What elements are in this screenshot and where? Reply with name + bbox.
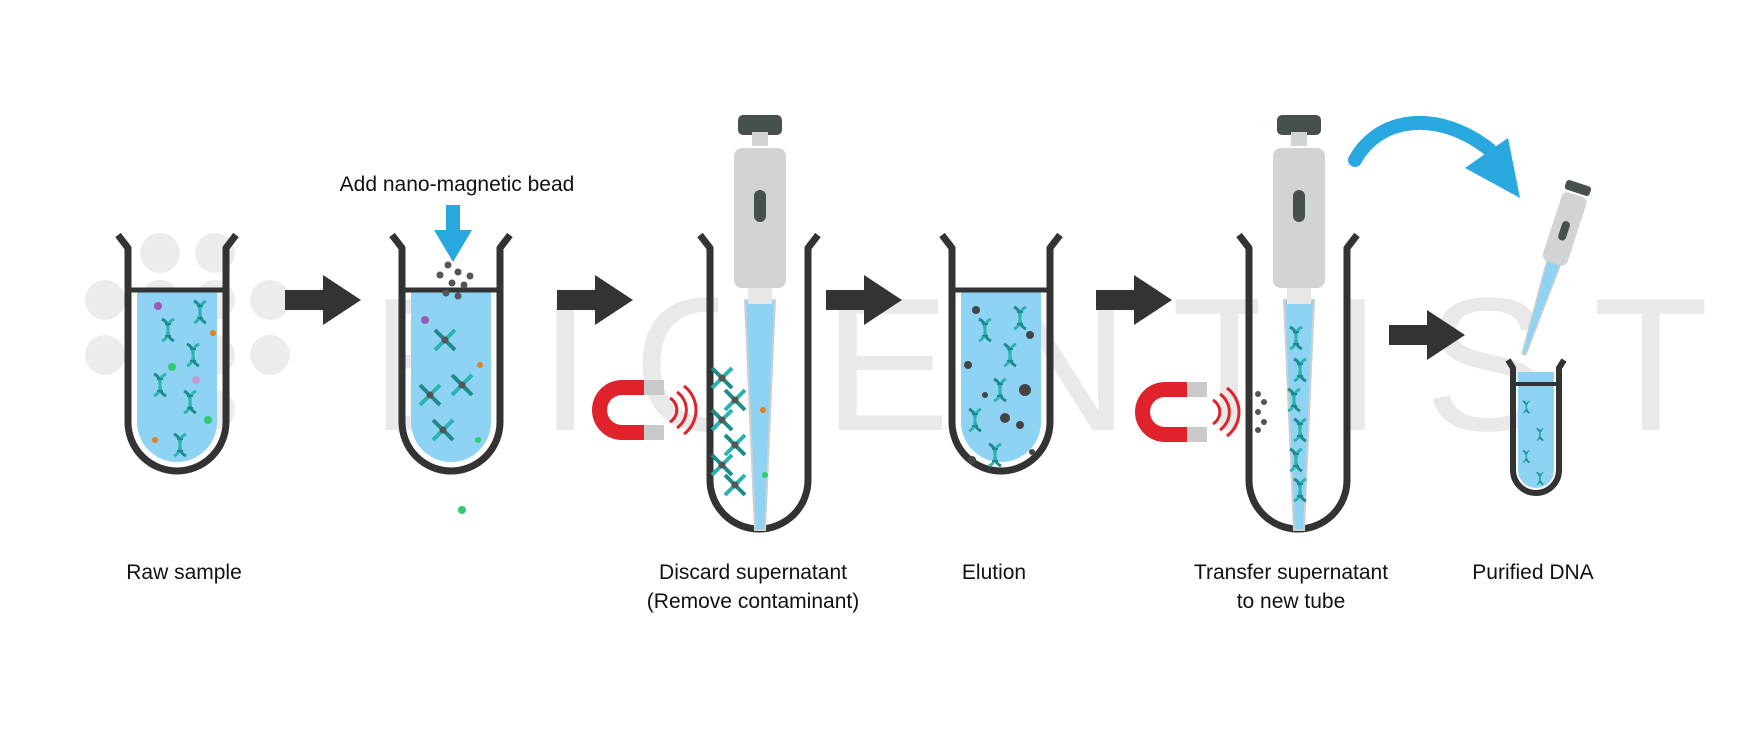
tube-raw-sample <box>115 232 239 475</box>
step-label-raw-sample: Raw sample <box>126 561 242 584</box>
step-label-discard-supernatant: Discard supernatant (Remove contaminant) <box>646 561 860 613</box>
curved-arrow-icon <box>1348 115 1520 198</box>
bead-cluster <box>436 261 474 300</box>
tube-elution <box>939 232 1063 475</box>
step-label-elution: Elution <box>961 561 1027 584</box>
pipette-icon <box>734 115 786 304</box>
magnet-icon <box>590 378 698 442</box>
step-label-transfer-supernatant: Transfer supernatant to new tube <box>1193 561 1389 613</box>
tube-transfer-supernatant <box>1133 115 1360 533</box>
tube-discard-supernatant <box>590 115 821 533</box>
arrow-right-icon <box>285 275 361 325</box>
tube-add-beads <box>389 205 513 514</box>
step-label-purified-dna: Purified DNA <box>1472 561 1594 584</box>
tube-purified-dna <box>1505 180 1592 496</box>
down-arrow-icon <box>434 205 472 262</box>
add-beads-label: Add nano-magnetic bead <box>339 173 575 196</box>
